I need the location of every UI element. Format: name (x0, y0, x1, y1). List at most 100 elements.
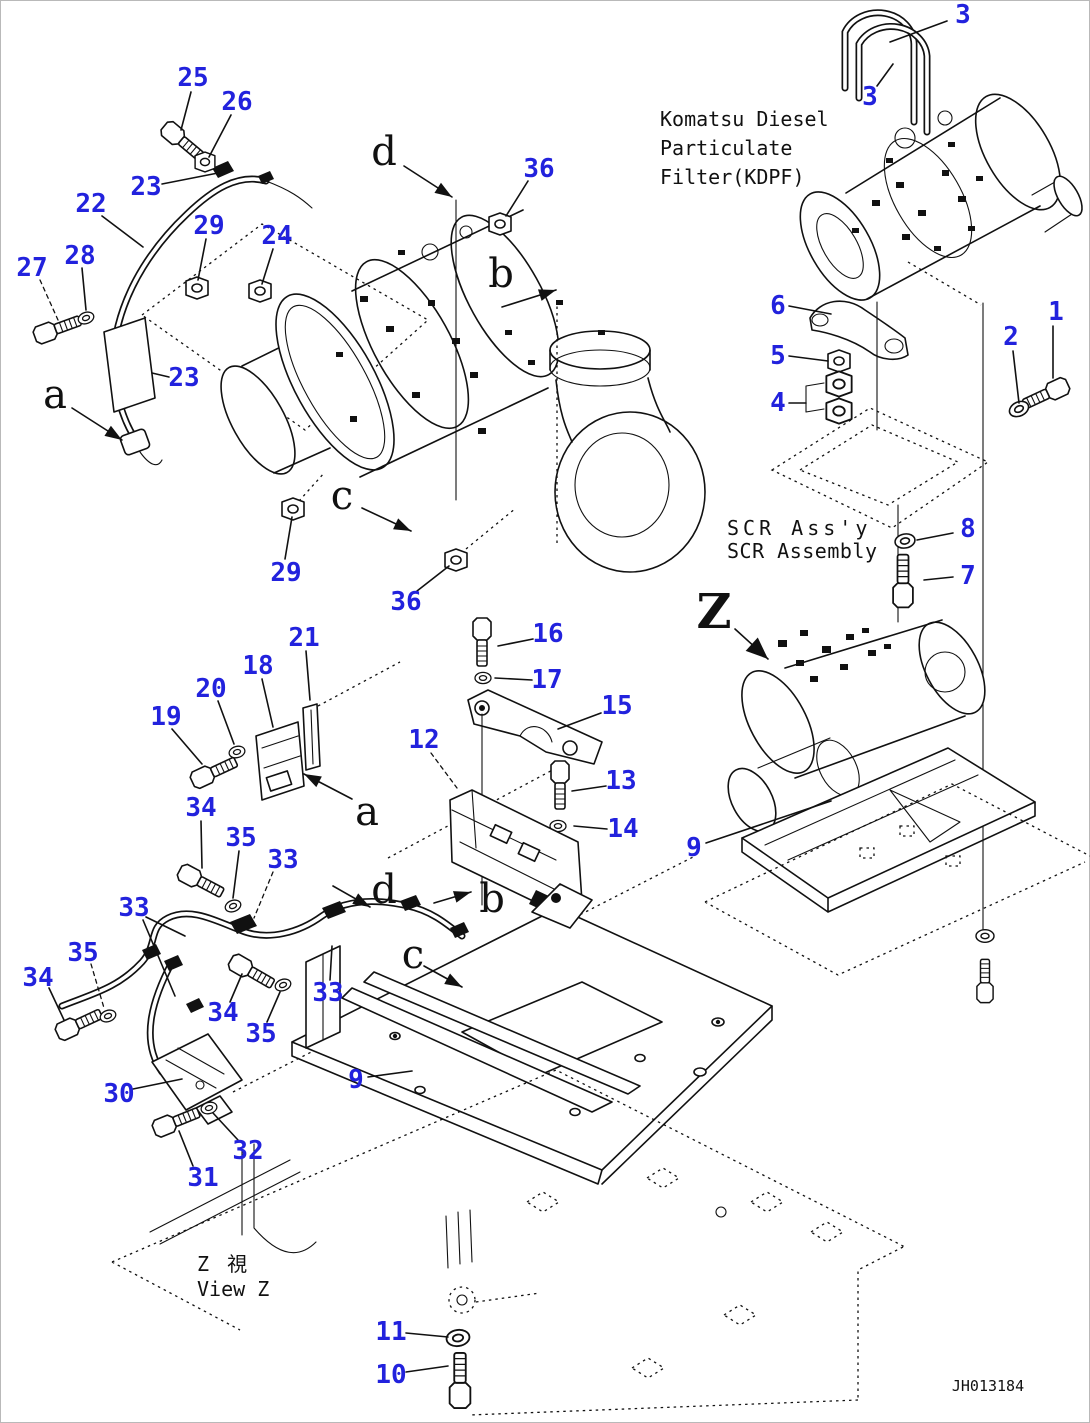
callout-number: 7 (960, 561, 976, 591)
callout-number: 22 (75, 189, 106, 219)
leader-line (705, 800, 832, 844)
callout-number: 12 (408, 725, 439, 755)
callout-number: 30 (103, 1079, 134, 1109)
view-letter: d (371, 129, 397, 175)
callout-number: 35 (225, 823, 256, 853)
leader-line (208, 114, 232, 158)
callout-number: 2 (1003, 322, 1019, 352)
leader-line (197, 238, 207, 281)
leader-line (889, 20, 948, 43)
view-arrow-head (745, 637, 768, 659)
callout-number: 27 (16, 253, 47, 283)
leader-line (48, 987, 65, 1021)
callout-number: 5 (770, 341, 786, 371)
leader-line (161, 172, 219, 185)
callout-number: 31 (187, 1163, 218, 1193)
leader-line (557, 712, 602, 730)
callout-number: 3 (955, 0, 971, 30)
main-assembly-art (103, 161, 706, 573)
leader-line (101, 215, 144, 248)
callout-number: 28 (64, 241, 95, 271)
callout-number: 9 (348, 1065, 364, 1095)
callout-number: 33 (118, 893, 149, 923)
leader-line (494, 677, 533, 681)
callout-number: 32 (232, 1136, 263, 1166)
callout-number: 4 (770, 388, 786, 418)
view_z_label: View Z (197, 1277, 269, 1301)
view-letter: d (371, 867, 397, 913)
callout-number: 10 (375, 1360, 406, 1390)
view-arrow-head (537, 289, 556, 301)
view-letter: a (43, 372, 67, 418)
leader-line (232, 850, 240, 899)
callout-number: 1 (1048, 297, 1064, 327)
leader-line (253, 871, 274, 919)
leader-line (171, 728, 203, 765)
leader-line (505, 180, 529, 217)
view-arrow-head (444, 973, 462, 987)
callout-number: 33 (267, 845, 298, 875)
leader-line (788, 355, 829, 362)
leader-line (229, 973, 243, 1003)
leader-line (923, 576, 954, 581)
leader-line (266, 991, 281, 1023)
leader-line (217, 700, 235, 745)
callout-number: 3 (862, 82, 878, 112)
leader-line (405, 1365, 449, 1373)
view-arrow-head (393, 518, 411, 531)
leader-line (142, 919, 176, 997)
leader-line (571, 785, 607, 792)
leader-line (39, 279, 59, 321)
callout-number: 35 (67, 938, 98, 968)
callout-number: 9 (686, 833, 702, 863)
leader-line (81, 267, 87, 311)
view-arrow-head (304, 774, 322, 788)
leader-line (180, 91, 192, 131)
callout-number: 13 (605, 766, 636, 796)
callout-number: 25 (177, 63, 208, 93)
leader-line (367, 1070, 413, 1078)
leader-line (132, 1078, 183, 1090)
callout-number: 21 (288, 623, 319, 653)
drawing-number: JH013184 (952, 1377, 1024, 1395)
callout-number: 17 (531, 665, 562, 695)
callout-number: 11 (375, 1317, 406, 1347)
leader-line (90, 963, 105, 1009)
leader-line (1012, 350, 1020, 404)
scr_label: SCR Ass'y (727, 516, 871, 540)
kdpf-art (799, 9, 1083, 301)
view-letter: c (402, 932, 424, 978)
leader-line (916, 532, 954, 541)
view-letter: b (479, 876, 505, 922)
view-z-art (52, 617, 906, 1416)
view-arrow-head (352, 893, 370, 907)
callout-number: 24 (261, 221, 292, 251)
leader-line (178, 1130, 194, 1167)
leader-line (284, 516, 293, 560)
leader-line (305, 650, 311, 701)
leader-line (261, 678, 274, 728)
callout-number: 34 (207, 998, 238, 1028)
callout-number: 18 (242, 651, 273, 681)
callout-number: 23 (130, 172, 161, 202)
callout-number: 16 (532, 619, 563, 649)
leader-line (261, 248, 274, 285)
callout-number: 36 (390, 587, 421, 617)
leader-line (416, 565, 450, 592)
leader-line (151, 372, 170, 378)
leader-line (573, 825, 608, 830)
callout-number: 26 (221, 87, 252, 117)
callout-number: 36 (523, 154, 554, 184)
callout-number: 34 (22, 963, 53, 993)
leader-line (788, 305, 832, 315)
kdpf_label: Filter(KDPF) (660, 165, 805, 189)
leader-line (200, 820, 203, 869)
view-arrow-head (434, 182, 452, 197)
kdpf_label: Particulate (660, 136, 792, 160)
callout-number: 8 (960, 514, 976, 544)
kdpf_label: Komatsu Diesel (660, 107, 829, 131)
callout-number: 33 (312, 978, 343, 1008)
callout-number: 20 (195, 674, 226, 704)
